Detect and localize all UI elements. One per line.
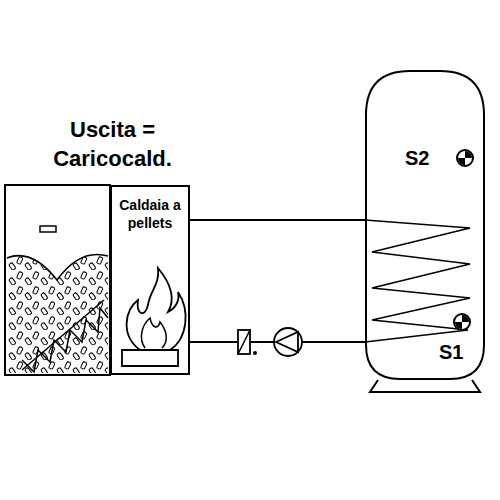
sensor-s1	[454, 314, 470, 330]
sensor-label: S2	[405, 146, 429, 171]
hopper-lid	[40, 226, 56, 232]
storage-tank: S2S1	[365, 70, 485, 380]
flame-inner	[141, 318, 166, 348]
boiler-label: Caldaia a pellets	[116, 197, 184, 232]
valve-symbol	[238, 330, 257, 355]
pellet-surface	[7, 254, 108, 280]
auger-screw	[22, 300, 108, 372]
sensor-label: S1	[439, 340, 463, 365]
boiler-box: Caldaia a pellets	[110, 185, 190, 375]
tank-stand	[370, 380, 480, 392]
heading: Uscita = Caricocald.	[25, 116, 200, 173]
pump-symbol	[274, 328, 302, 356]
flame	[127, 268, 186, 350]
hopper-housing	[5, 185, 110, 375]
sensor-s2	[457, 150, 473, 166]
heat-exchanger-coil	[365, 220, 470, 342]
tank-outline	[365, 70, 485, 380]
burner	[122, 350, 178, 366]
pipe	[190, 219, 365, 221]
pellet-pile	[5, 245, 110, 375]
